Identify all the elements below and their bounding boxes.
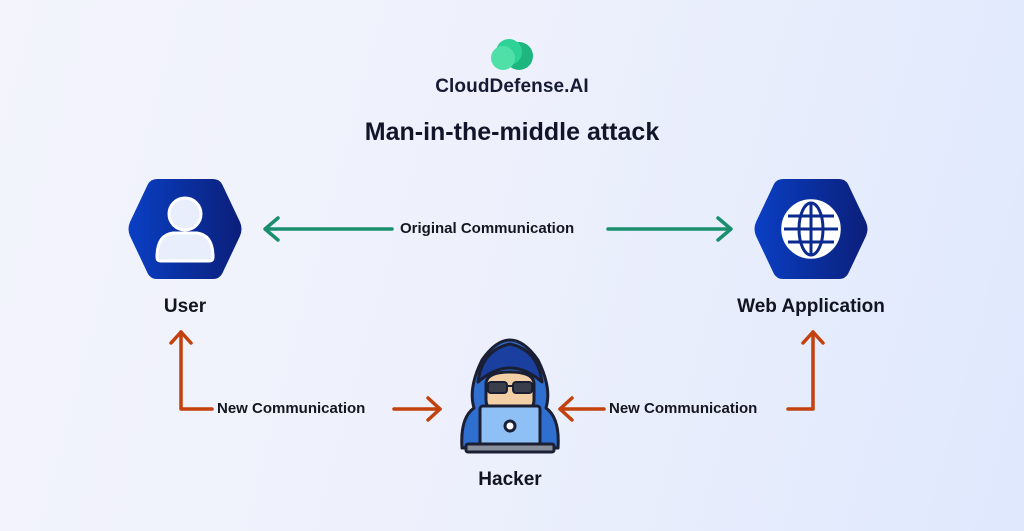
original-communication-label: Original Communication (400, 220, 575, 237)
new-communication-left-label: New Communication (217, 400, 366, 417)
user-label: User (163, 296, 207, 317)
cloud-logo-icon (491, 39, 533, 70)
new-communication-right-label: New Communication (609, 400, 758, 417)
web-application-label: Web Application (737, 296, 885, 317)
original-communication-arrow (263, 216, 733, 242)
new-communication-left-arrow (169, 330, 442, 422)
globe-icon (781, 199, 841, 259)
user-node-icon (128, 179, 242, 279)
new-communication-right-arrow (558, 330, 825, 422)
brand-name: CloudDefense.AI (435, 76, 589, 97)
hacker-label: Hacker (478, 469, 542, 490)
hacker-icon (460, 338, 560, 454)
web-application-node-icon (754, 179, 868, 279)
diagram-title: Man-in-the-middle attack (364, 118, 660, 146)
user-icon (155, 196, 215, 263)
